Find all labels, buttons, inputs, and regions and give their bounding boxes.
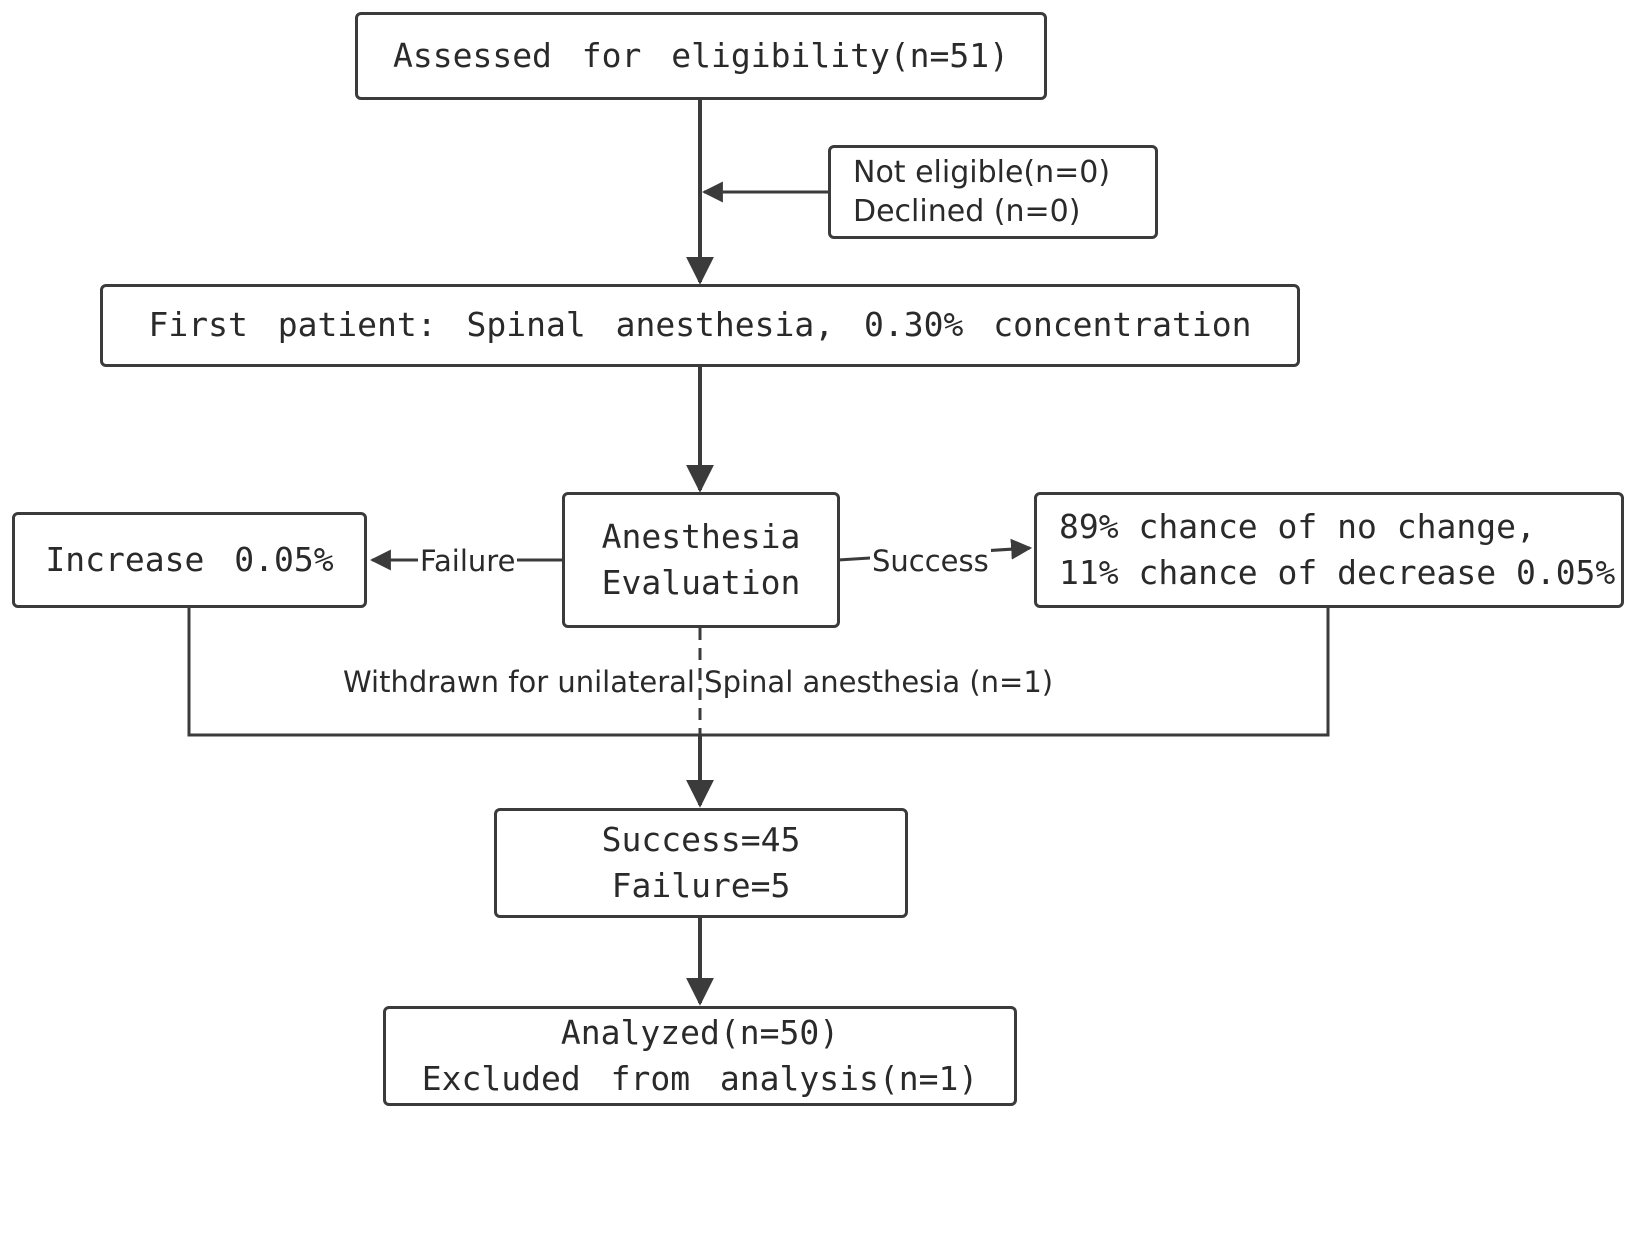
increase-text: Increase 0.05% [45, 539, 334, 579]
withdrawn-label: Withdrawn for unilateral Spinal anesthes… [343, 665, 1054, 699]
no-change-text: 89% chance of no change, [1059, 506, 1536, 546]
evaluation-box: Anesthesia Evaluation [562, 492, 840, 628]
increase-box: Increase 0.05% [12, 512, 367, 608]
success-outcome-box: 89% chance of no change, 11% chance of d… [1034, 492, 1624, 608]
results-failure-text: Failure=5 [611, 866, 791, 905]
analyzed-box: Analyzed(n=50) Excluded from analysis(n=… [383, 1006, 1017, 1106]
evaluation-line1: Anesthesia [601, 516, 801, 556]
feedback-loop-line [187, 608, 1330, 737]
assessed-text: Assessed for eligibility(n=51) [392, 35, 1010, 75]
decrease-text: 11% chance of decrease 0.05% [1059, 553, 1616, 592]
results-box: Success=45 Failure=5 [494, 808, 908, 918]
first-patient-text: First patient: Spinal anesthesia, 0.30% … [148, 305, 1252, 345]
excluded-analysis-text: Excluded from analysis(n=1) [421, 1059, 979, 1098]
analyzed-text: Analyzed(n=50) [560, 1012, 840, 1052]
success-edge-label: Success [870, 544, 991, 578]
evaluation-line2: Evaluation [601, 563, 801, 602]
failure-edge-label: Failure [418, 544, 518, 578]
not-eligible-text: Not eligible(n=0) [853, 155, 1111, 190]
assessed-box: Assessed for eligibility(n=51) [355, 12, 1047, 100]
exclusion-box: Not eligible(n=0) Declined (n=0) [828, 145, 1158, 239]
first-patient-box: First patient: Spinal anesthesia, 0.30% … [100, 284, 1300, 367]
results-success-text: Success=45 [601, 819, 801, 859]
declined-text: Declined (n=0) [853, 194, 1081, 229]
